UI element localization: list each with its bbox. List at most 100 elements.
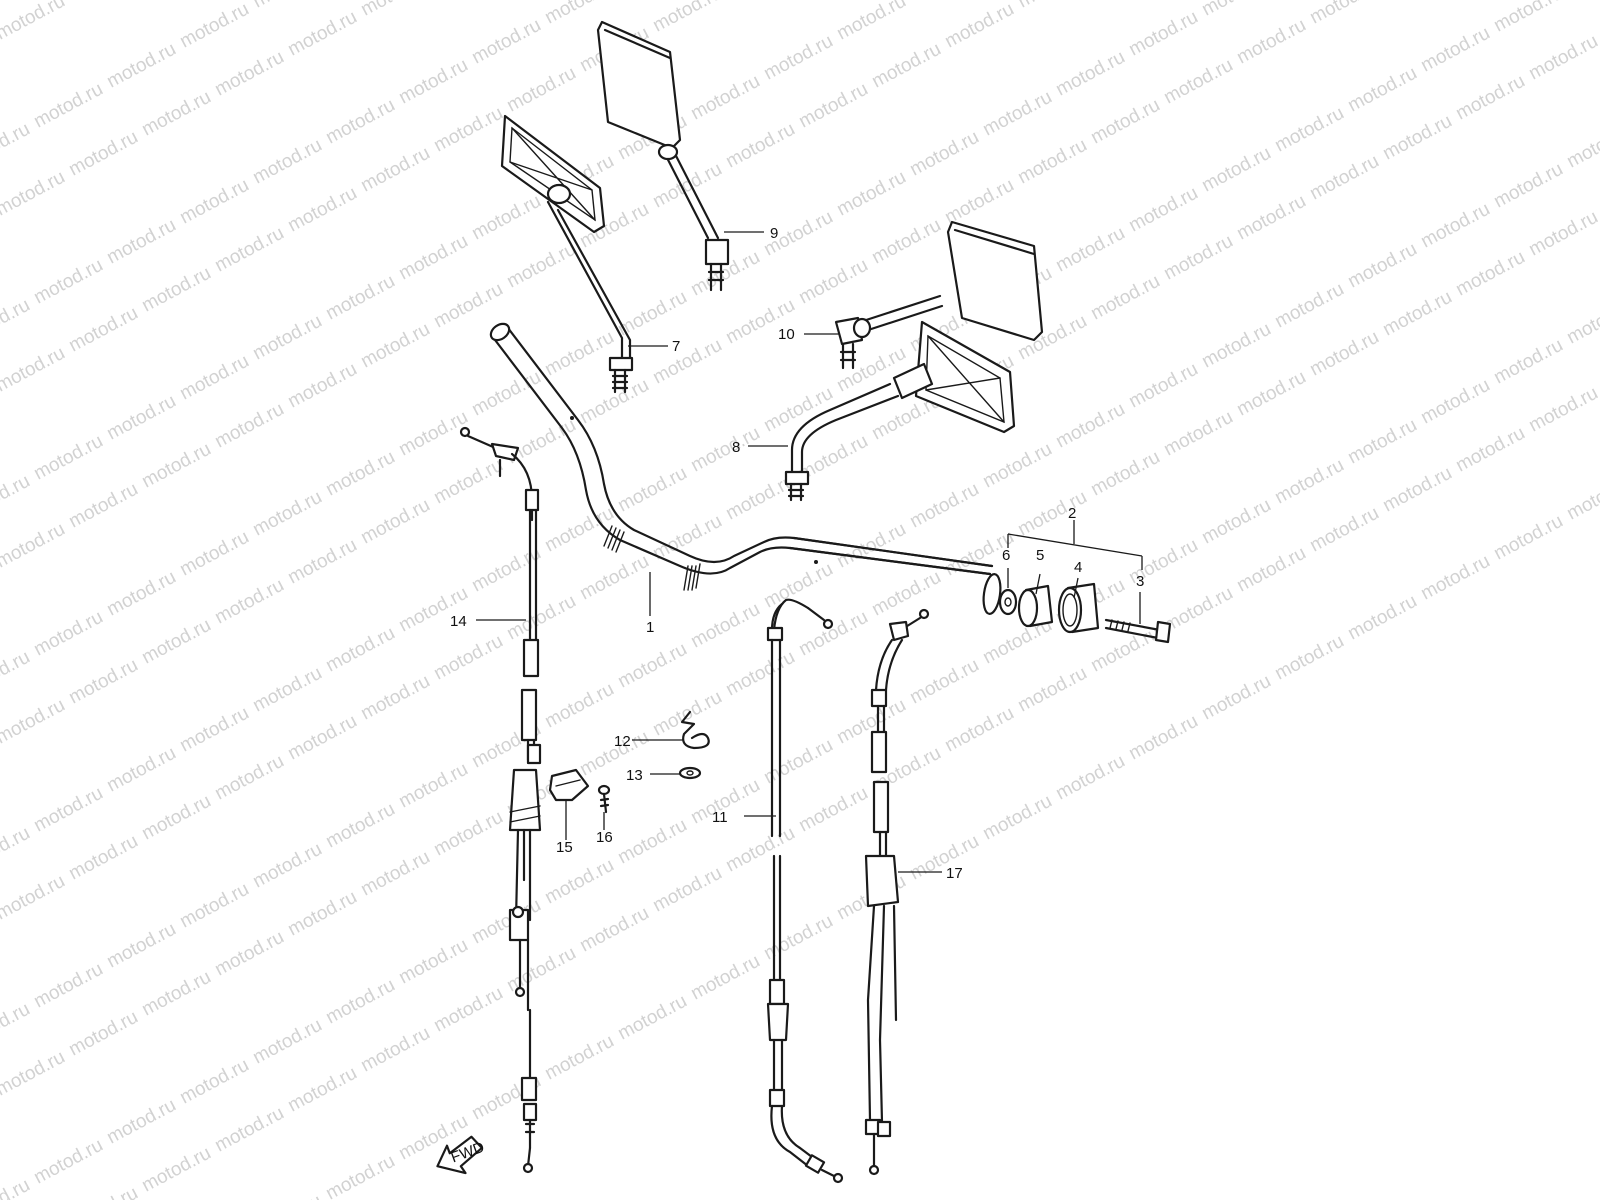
watermark-text: motod.ru: [103, 743, 179, 797]
watermark-text: motod.ru: [1087, 271, 1163, 325]
watermark-text: motod.ru: [249, 663, 325, 717]
watermark-text: motod.ru: [1525, 31, 1600, 85]
washer-13: [678, 766, 702, 780]
watermark-text: motod.ru: [176, 527, 252, 581]
watermark-text: motod.ru: [249, 1191, 325, 1200]
cable-clip-12: [680, 710, 710, 750]
watermark-text: motod.ru: [1014, 135, 1090, 189]
watermark-text: motod.ru: [284, 359, 360, 413]
watermark-text: motod.ru: [1379, 463, 1455, 517]
watermark-text: motod.ru: [65, 1007, 141, 1061]
watermark-text: motod.ru: [1271, 455, 1347, 509]
watermark-text: motod.ru: [1490, 335, 1566, 389]
watermark-text: motod.ru: [906, 127, 982, 181]
callout-6: 6: [1002, 547, 1010, 564]
watermark-text: motod.ru: [1198, 319, 1274, 373]
watermark-text: motod.ru: [322, 447, 398, 501]
callout-13: 13: [626, 767, 643, 784]
watermark-text: motod.ru: [1160, 583, 1236, 637]
watermark-text: motod.ru: [1125, 183, 1201, 237]
watermark-text: motod.ru: [249, 135, 325, 189]
watermark-text: motod.ru: [1014, 487, 1090, 541]
watermark-text: motod.ru: [541, 679, 617, 733]
watermark-text: motod.ru: [795, 79, 871, 133]
watermark-text: motod.ru: [138, 439, 214, 493]
watermark-text: motod.ru: [1306, 327, 1382, 381]
watermark-text: motod.ru: [1271, 279, 1347, 333]
watermark-text: motod.ru: [1233, 191, 1309, 245]
watermark-text: motod.ru: [30, 607, 106, 661]
watermark-text: motod.ru: [541, 327, 617, 381]
watermark-text: motod.ru: [430, 631, 506, 685]
watermark-text: motod.ru: [614, 463, 690, 517]
watermark-text: motod.ru: [1344, 63, 1420, 117]
watermark-text: motod.ru: [979, 791, 1055, 845]
watermark-text: motod.ru: [1198, 0, 1274, 20]
watermark-text: motod.ru: [503, 239, 579, 293]
watermark-text: motod.ru: [1198, 143, 1274, 197]
watermark-text: motod.ru: [0, 343, 69, 397]
watermark-text: motod.ru: [176, 175, 252, 229]
handlebar: [489, 322, 1002, 615]
watermark-text: motod.ru: [30, 1135, 106, 1189]
watermark-text: motod.ru: [65, 303, 141, 357]
watermark-text: motod.ru: [1233, 15, 1309, 69]
watermark-text: motod.ru: [430, 983, 506, 1037]
watermark-text: motod.ru: [1306, 151, 1382, 205]
watermark-text: motod.ru: [395, 55, 471, 109]
callout-2: 2: [1068, 505, 1076, 522]
watermark-text: motod.ru: [0, 167, 69, 221]
watermark-text: motod.ru: [1160, 55, 1236, 109]
watermark-text: motod.ru: [322, 1151, 398, 1200]
watermark-text: motod.ru: [760, 383, 836, 437]
watermark-text: motod.ru: [614, 991, 690, 1045]
watermark-text: motod.ru: [1563, 471, 1600, 525]
callout-5: 5: [1036, 547, 1044, 564]
watermark-text: motod.ru: [0, 647, 34, 701]
watermark-text: motod.ru: [722, 119, 798, 173]
watermark-text: motod.ru: [1271, 103, 1347, 157]
watermark-text: motod.ru: [138, 1143, 214, 1197]
watermark-text: motod.ru: [868, 215, 944, 269]
watermark-text: motod.ru: [760, 31, 836, 85]
watermark-text: motod.ru: [0, 471, 34, 525]
bar-end-weight-set: [998, 582, 1172, 644]
watermark-text: motod.ru: [322, 799, 398, 853]
watermark-text: motod.ru: [1452, 247, 1528, 301]
watermark-text: motod.ru: [687, 71, 763, 125]
watermark-text: motod.ru: [103, 1095, 179, 1149]
watermark-text: motod.ru: [979, 439, 1055, 493]
watermark-text: motod.ru: [249, 0, 325, 12]
watermark-text: motod.ru: [0, 119, 34, 173]
watermark-text: motod.ru: [249, 1015, 325, 1069]
watermark-text: motod.ru: [687, 951, 763, 1005]
watermark-text: motod.ru: [0, 1175, 34, 1200]
watermark-text: motod.ru: [0, 823, 34, 877]
watermark-text: motod.ru: [65, 1183, 141, 1200]
watermark-text: motod.ru: [833, 0, 909, 44]
watermark-text: motod.ru: [1379, 287, 1455, 341]
watermark-text: motod.ru: [906, 655, 982, 709]
watermark-text: motod.ru: [30, 255, 106, 309]
watermark-text: motod.ru: [1490, 159, 1566, 213]
watermark-text: motod.ru: [722, 647, 798, 701]
watermark-text: motod.ru: [30, 783, 106, 837]
watermark-text: motod.ru: [1452, 71, 1528, 125]
watermark-text: motod.ru: [357, 847, 433, 901]
watermark-text: motod.ru: [357, 319, 433, 373]
watermark-text: motod.ru: [249, 311, 325, 365]
watermark-text: motod.ru: [0, 871, 69, 925]
watermark-text: motod.ru: [211, 223, 287, 277]
watermark-text: motod.ru: [941, 0, 1017, 52]
mirror-right-lower: [784, 320, 1016, 502]
watermark-text: motod.ru: [868, 567, 944, 621]
watermark-text: motod.ru: [176, 703, 252, 757]
watermark-text: motod.ru: [65, 479, 141, 533]
watermark-text: motod.ru: [1525, 207, 1600, 261]
watermark-text: motod.ru: [1052, 223, 1128, 277]
watermark-text: motod.ru: [1417, 23, 1493, 77]
watermark-text: motod.ru: [357, 495, 433, 549]
mirror-left-upper: [596, 20, 730, 292]
leader-lines: [476, 231, 1143, 873]
watermark-text: motod.ru: [357, 1023, 433, 1077]
